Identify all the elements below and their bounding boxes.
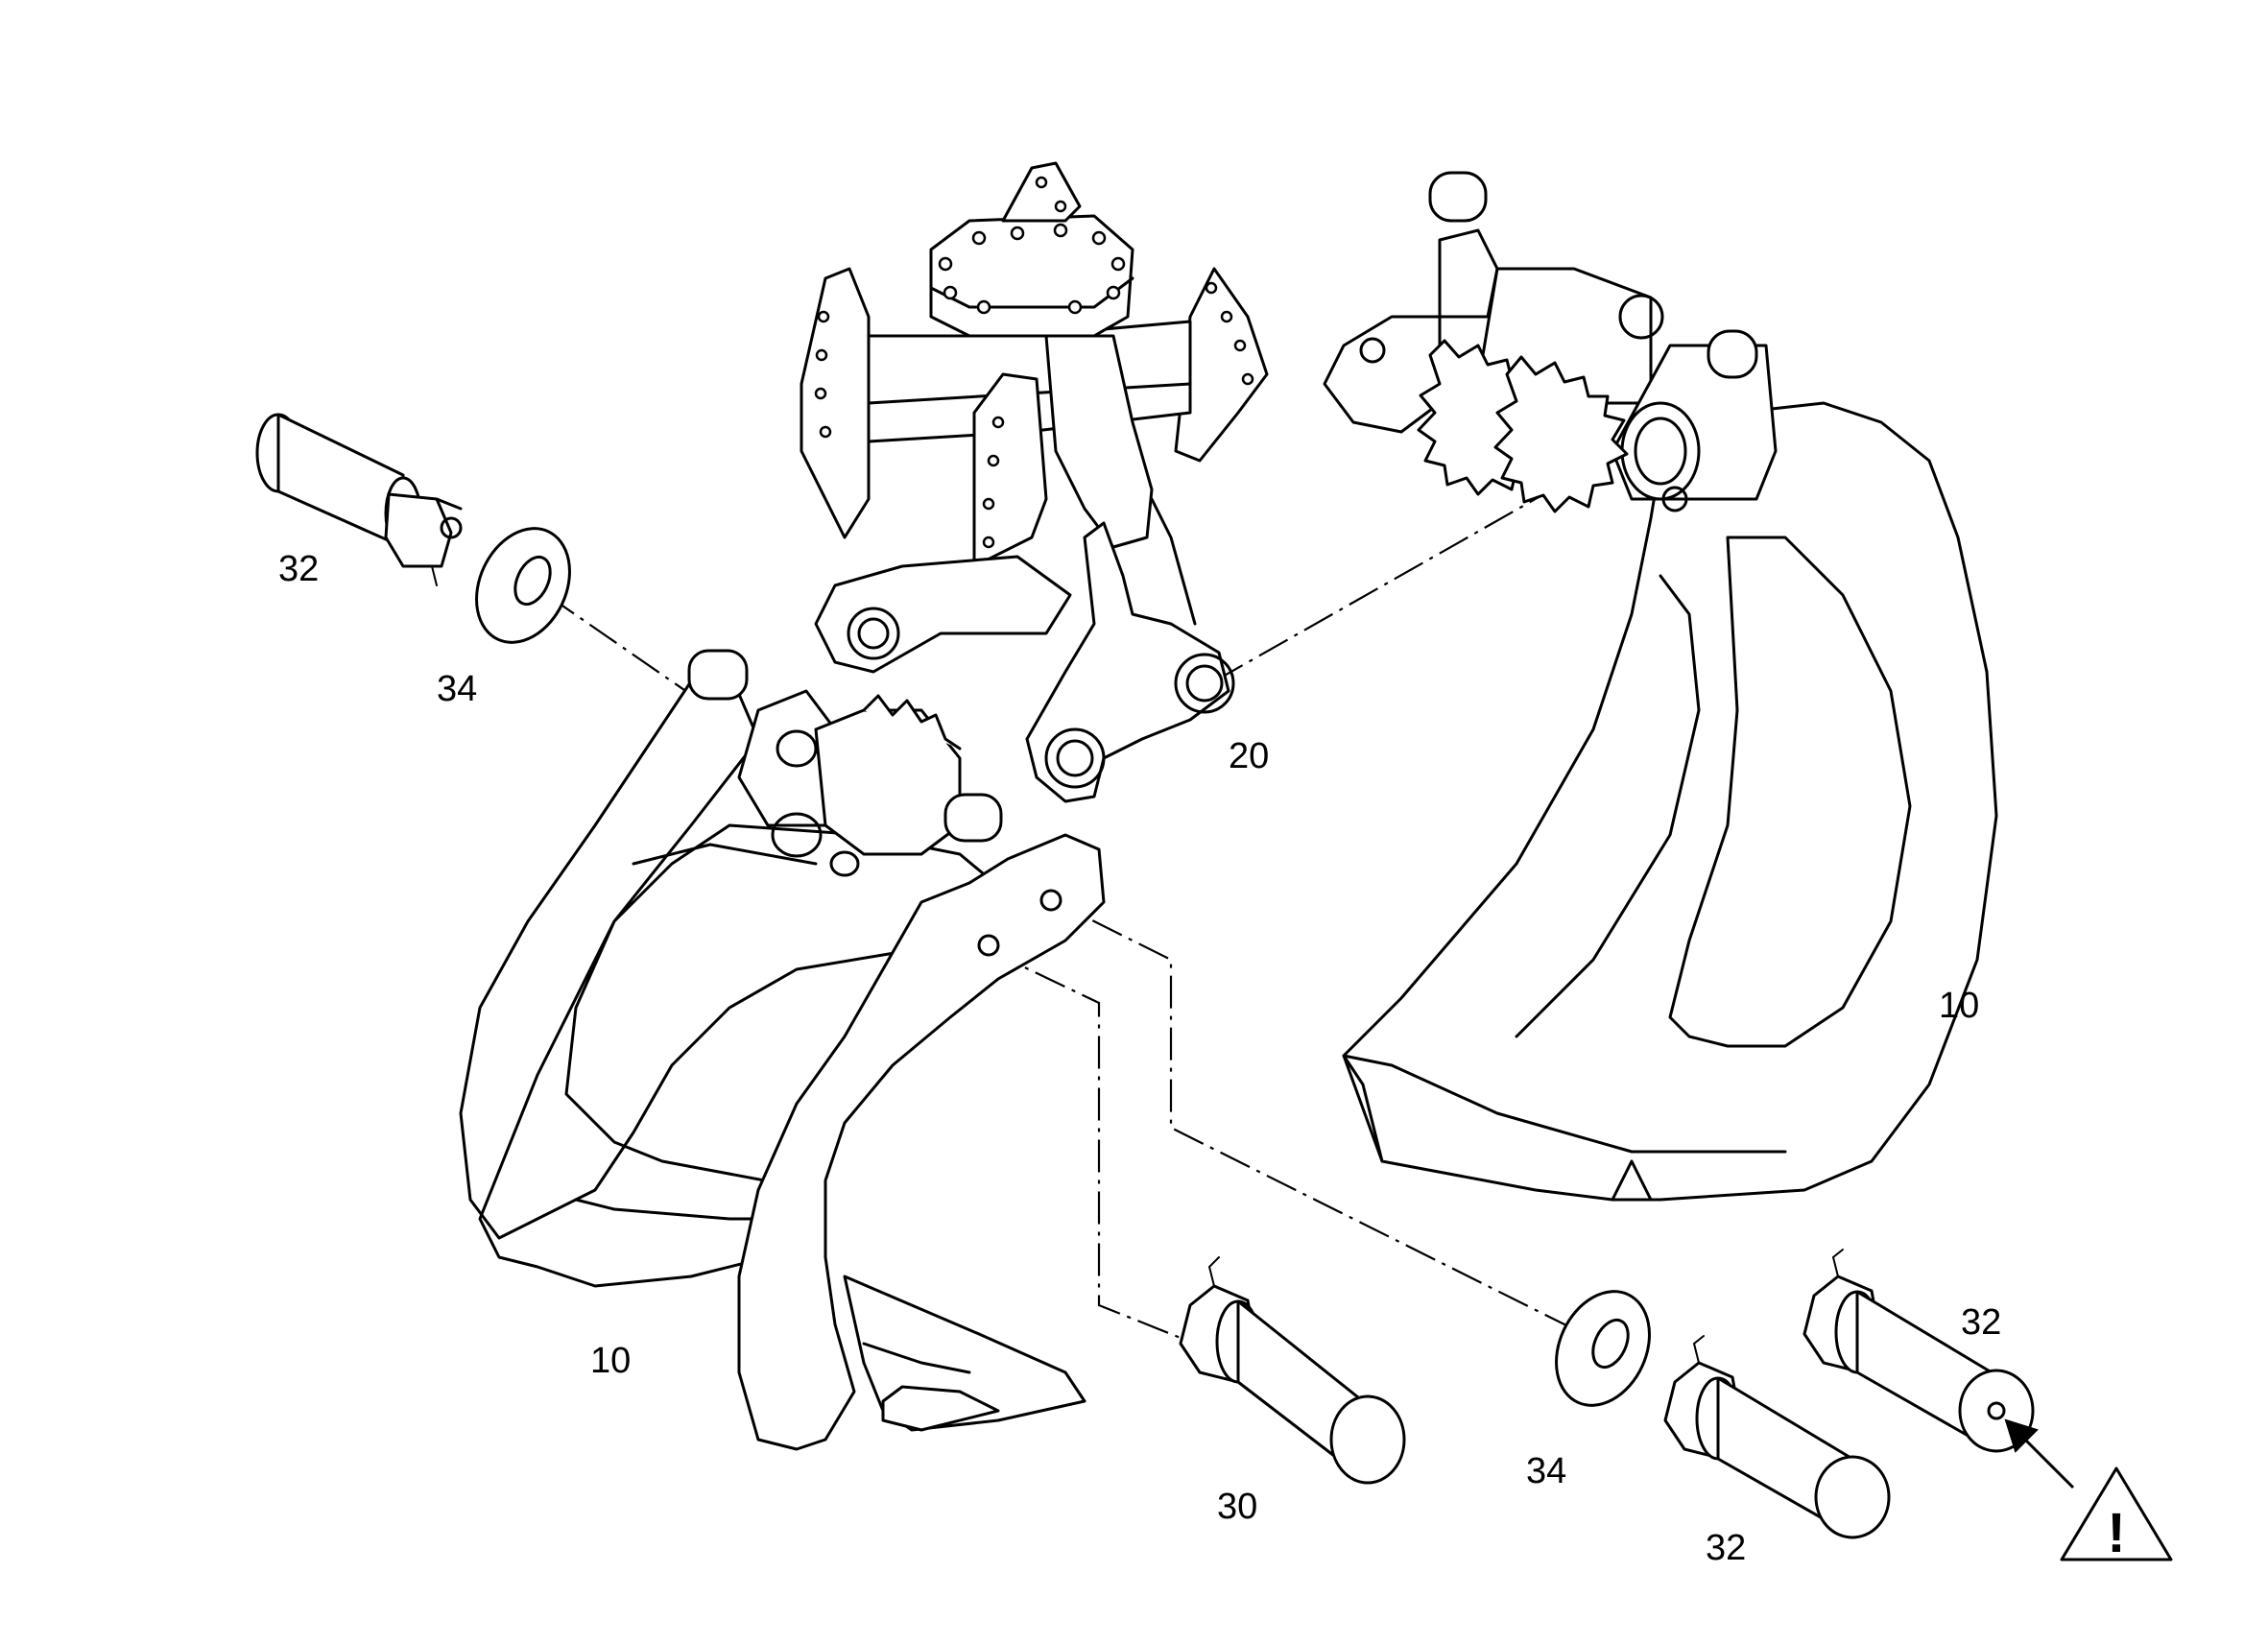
gear-pair	[1417, 339, 1629, 513]
callout-34-right: 34	[1526, 1451, 1566, 1491]
callout-labels: 32 34 20 10 10 30 34 32 32	[278, 549, 2001, 1568]
warning-symbol: !	[2107, 1502, 2125, 1564]
washer-34-right	[1555, 1290, 1651, 1407]
pin-32-upper-left	[255, 413, 463, 586]
callout-10-left: 10	[590, 1341, 631, 1381]
callout-34-left: 34	[437, 669, 477, 709]
rotator-bracket-part-20	[800, 161, 1269, 803]
warning-indicator: !	[2004, 1418, 2173, 1564]
warning-arrowhead	[2004, 1418, 2039, 1453]
warning-triangle-icon	[2060, 1466, 2173, 1561]
washer-34-left	[475, 527, 571, 644]
axis-line-pin-30	[988, 949, 1220, 1355]
callout-32-bottom: 32	[1706, 1528, 1746, 1568]
pin-30	[1179, 1256, 1406, 1485]
pin-32-bottom	[1663, 1335, 1891, 1539]
axis-line-washer-34-right	[1045, 896, 1585, 1335]
callout-30: 30	[1217, 1487, 1257, 1527]
pin-32-right	[1802, 1249, 2035, 1453]
callout-20: 20	[1229, 736, 1269, 776]
callout-10-right: 10	[1939, 986, 1979, 1026]
grapple-tine-right-part-10	[1342, 401, 1998, 1202]
callout-32-upper-left: 32	[278, 549, 319, 589]
callout-32-right: 32	[1961, 1302, 2001, 1343]
grapple-tine-left-part-10	[459, 649, 1106, 1451]
